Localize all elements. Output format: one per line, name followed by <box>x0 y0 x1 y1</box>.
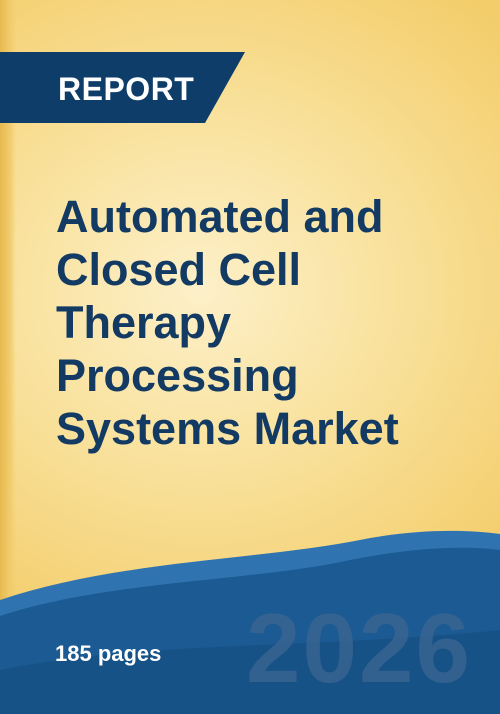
report-title-line: Processing <box>56 350 299 401</box>
report-year: 2026 <box>245 593 472 703</box>
report-badge <box>0 52 245 123</box>
cover-spine <box>0 0 16 714</box>
report-title: Automated and Closed Cell Therapy Proces… <box>56 190 486 455</box>
report-badge-label: REPORT <box>58 71 195 107</box>
footer-wave-band <box>0 530 500 714</box>
page-count: 185 pages <box>55 641 162 666</box>
report-title-line: Closed Cell <box>56 244 302 295</box>
report-title-line: Systems Market <box>56 403 399 454</box>
report-title-line: Therapy <box>56 297 232 348</box>
report-title-line: Automated and <box>56 191 384 242</box>
footer-wave-deep <box>0 630 500 714</box>
